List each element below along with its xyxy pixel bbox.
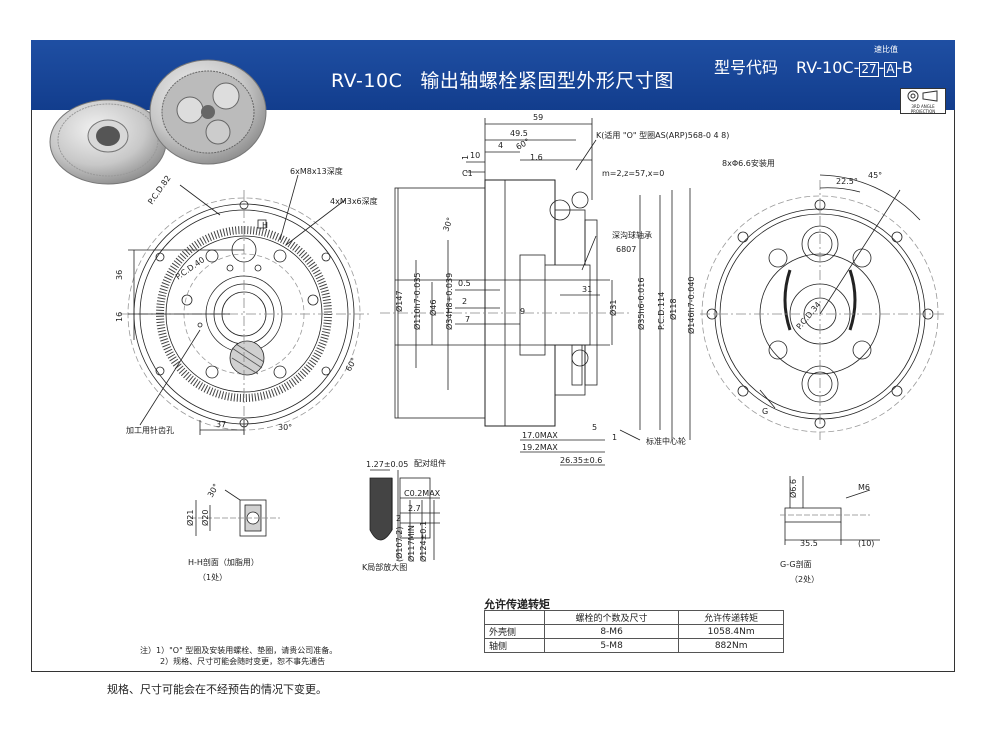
label-k-phi117: Ø117MIN — [406, 525, 416, 562]
center-view — [380, 118, 691, 466]
label-d49-5: 49.5 — [510, 129, 528, 138]
detail-k-section — [369, 469, 440, 560]
table-cell: 轴侧 — [484, 638, 545, 653]
label-dim36: 36 — [115, 270, 124, 280]
label-k-phi1072: (Ø107.2) — [394, 527, 404, 562]
table-cell: 8-M6 — [543, 624, 680, 639]
label-d1: 1 — [461, 155, 470, 160]
label-d2: 2 — [462, 297, 467, 306]
label-phi146: Ø146h7-0.040 — [686, 276, 696, 334]
label-g-phi6-6: Ø6.6 — [788, 479, 798, 498]
label-oring: K(适用 "O" 型圈AS(ARP)568-0 4 8) — [596, 130, 729, 140]
table-header-cell: 允许传递转矩 — [678, 610, 784, 625]
label-k-d27: 2.7 — [408, 504, 421, 513]
label-mount-holes: 8xΦ6.6安装用 — [722, 158, 775, 168]
label-h-phi21: Ø21 — [185, 510, 195, 526]
label-pcd34: P.C.D.34 — [795, 300, 823, 331]
label-d1-6: 1.6 — [530, 153, 543, 162]
label-gear: m=2,z=57,x=0 — [602, 169, 664, 178]
label-d4: 4 — [498, 141, 503, 150]
label-a30: 30° — [441, 216, 454, 232]
table-cell: 1058.4Nm — [678, 624, 784, 639]
caption-g-count: （2处） — [790, 574, 819, 584]
label-d9: 9 — [520, 307, 525, 316]
label-phi110: Ø110h7-0.035 — [412, 272, 422, 330]
label-a45: 45° — [868, 171, 882, 180]
label-phi35: Ø35h6-0.016 — [636, 278, 646, 330]
right-view — [700, 174, 945, 440]
label-pin-hole: 加工用针齿孔 — [126, 425, 174, 435]
label-g-d10: (10) — [858, 539, 874, 548]
label-d1b: 1 — [612, 433, 617, 442]
left-view — [120, 174, 370, 435]
product-photo — [49, 59, 267, 185]
label-d59: 59 — [533, 113, 543, 122]
label-k-mate: 配对组件 — [414, 458, 446, 468]
label-g-d35-5: 35.5 — [800, 539, 818, 548]
label-phi46: Ø46 — [428, 300, 438, 316]
caption-g-section: G-G剖面 — [780, 559, 812, 569]
label-ref-wheel: 标准中心轮 — [646, 436, 686, 446]
table-header-row: 螺栓的个数及尺寸 允许传递转矩 — [484, 610, 784, 625]
note-line: 2）规格、尺寸可能会随时变更，恕不事先通告 — [160, 657, 326, 666]
label-d19-2: 19.2MAX — [522, 443, 558, 452]
label-c1: C1 — [462, 169, 473, 178]
caption-h-count: （1处） — [198, 572, 227, 582]
caption-h-section: H-H剖面（加脂用） — [188, 557, 259, 567]
table-header-cell: 螺栓的个数及尺寸 — [543, 610, 680, 625]
label-d7: 7 — [465, 315, 470, 324]
label-a60: 60° — [515, 137, 532, 152]
projection-symbol: 3RD ANGLE PROJECTION — [900, 88, 946, 114]
table-row: 轴侧 5-M8 882Nm — [484, 638, 784, 653]
label-bearing-no: 6807 — [616, 245, 636, 254]
label-k-c02: C0.2MAX — [404, 489, 441, 498]
label-dim37: 37 — [216, 420, 226, 429]
label-bearing: 深沟球轴承 — [612, 230, 652, 240]
label-holes-m3: 4xM3x6深度 — [330, 196, 378, 206]
label-d5: 5 — [592, 423, 597, 432]
table-cell: 882Nm — [678, 638, 784, 653]
detail-g-section — [780, 476, 880, 545]
footer-disclaimer: 规格、尺寸可能会在不经预告的情况下变更。 — [107, 683, 327, 696]
label-h-a30: 30° — [206, 482, 221, 499]
label-d0-5: 0.5 — [458, 279, 471, 288]
label-phi118: Ø118 — [668, 298, 678, 320]
label-d17: 17.0MAX — [522, 431, 558, 440]
label-pcd82: P.C.D.82 — [146, 174, 172, 206]
label-section-h: H — [262, 221, 268, 230]
label-k-phi124: Ø124±0.1 — [418, 521, 428, 562]
label-d31: 31 — [582, 285, 592, 294]
label-angle30: 30° — [278, 423, 292, 432]
label-k-d2: 2 — [396, 514, 401, 523]
table-cell: 5-M8 — [543, 638, 680, 653]
label-pcd114: P.C.D.114 — [657, 292, 666, 330]
label-angle60: 60° — [344, 356, 359, 373]
label-dim16: 16 — [115, 312, 124, 322]
label-phi34: Ø34H8+0.039 — [444, 273, 454, 330]
caption-k-section: K局部放大图 — [362, 562, 407, 572]
label-d26-35: 26.35±0.6 — [560, 456, 602, 465]
ratio-label: 速比值 — [874, 45, 898, 54]
torque-table: 螺栓的个数及尺寸 允许传递转矩 外壳侧 8-M6 1058.4Nm 轴侧 5-M… — [484, 610, 784, 653]
detail-h-section — [190, 489, 280, 537]
notes: 注）1）"O" 型圈及安装用螺栓、垫圈，请贵公司准备。 2）规格、尺寸可能会随时… — [140, 645, 337, 667]
label-g-m6: M6 — [858, 483, 870, 492]
label-phi147: Ø147 — [394, 290, 404, 312]
label-k-d127: 1.27±0.05 — [366, 460, 408, 469]
table-cell: 外壳侧 — [484, 624, 545, 639]
label-h-phi20: Ø20 — [200, 510, 210, 526]
label-d10: 10 — [470, 151, 480, 160]
label-section-g: G — [762, 407, 768, 416]
label-phi31: Ø31 — [608, 300, 618, 316]
table-header-cell — [484, 610, 545, 625]
label-a22-5: 22.5° — [836, 177, 858, 186]
label-pcd40: P.C.D.40 — [174, 255, 206, 281]
table-row: 外壳侧 8-M6 1058.4Nm — [484, 624, 784, 639]
torque-table-title: 允许传递转矩 — [484, 598, 550, 611]
note-line: 注）1）"O" 型圈及安装用螺栓、垫圈，请贵公司准备。 — [140, 646, 338, 655]
label-holes-m8: 6xM8x13深度 — [290, 166, 343, 176]
